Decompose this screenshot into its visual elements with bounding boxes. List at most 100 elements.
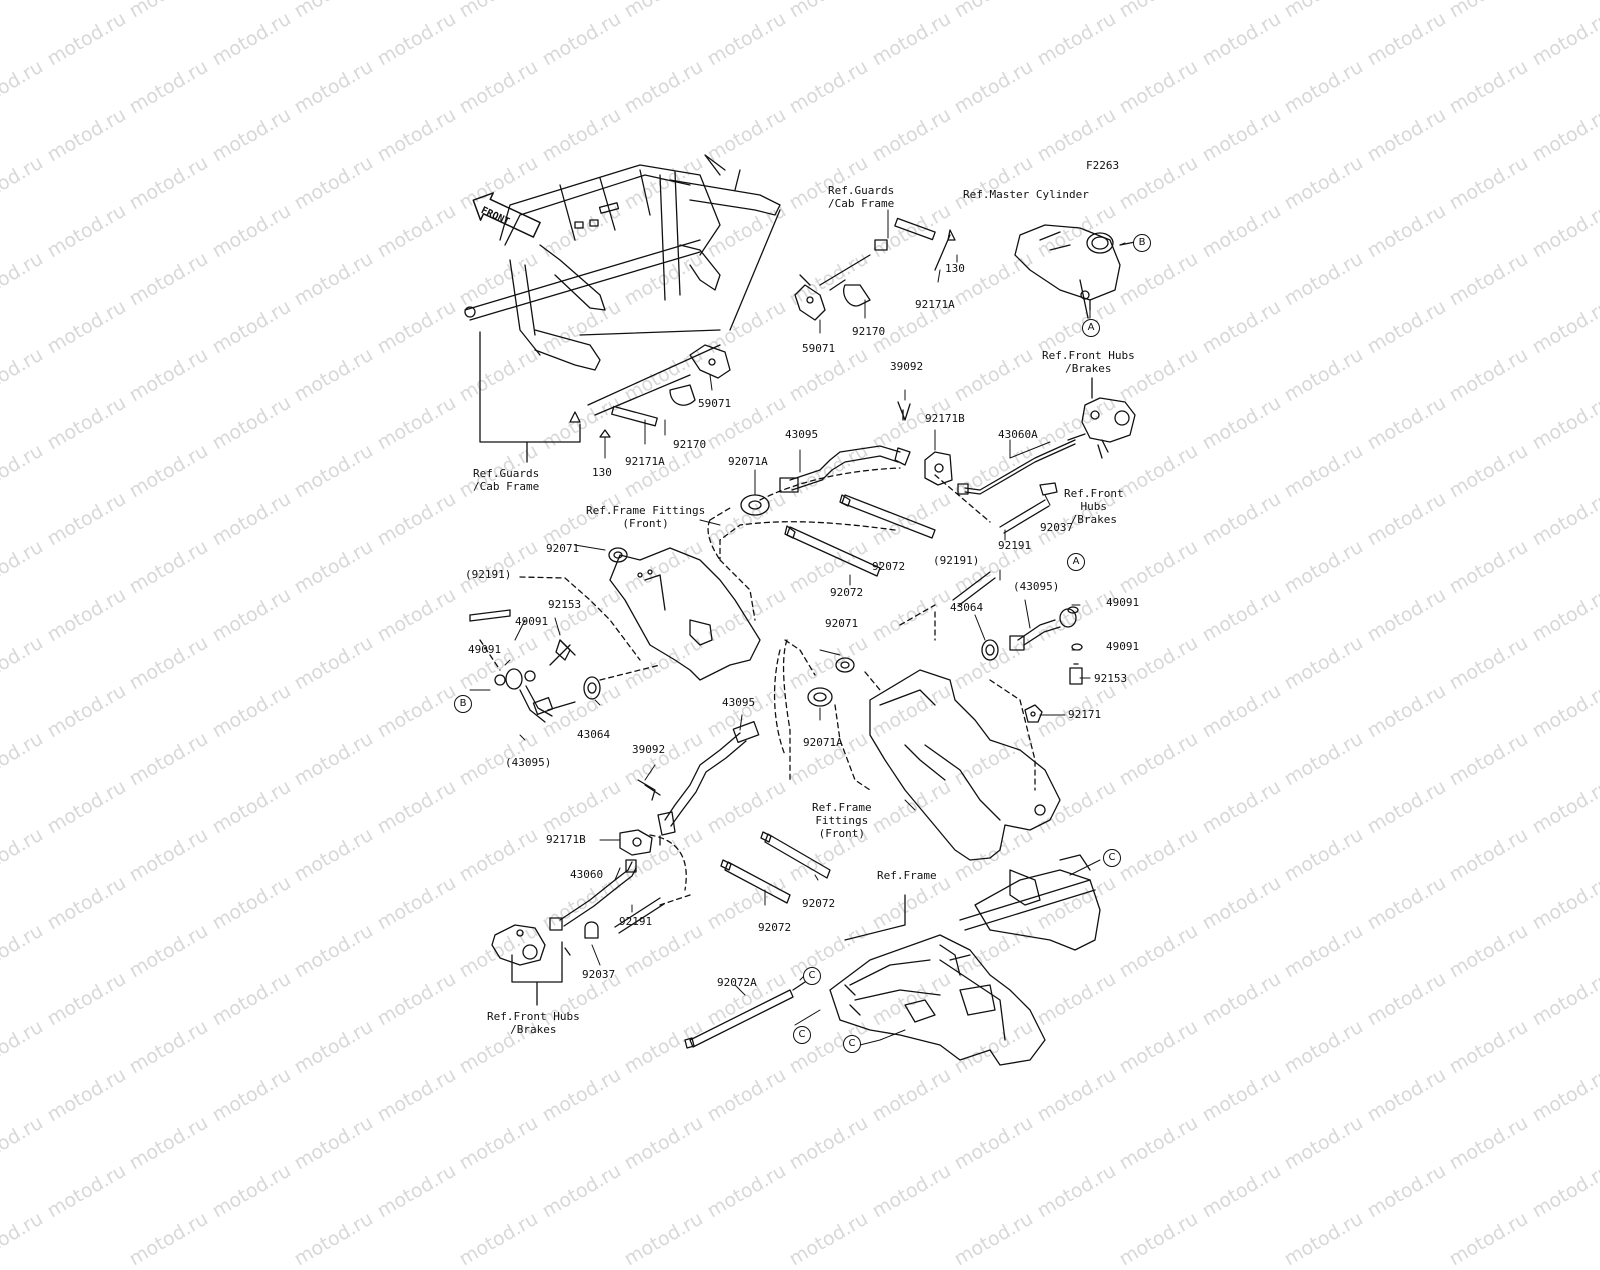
part-label-130-left: 130 <box>592 466 612 479</box>
tube-92191-right <box>952 571 996 607</box>
clamp-92037-lower <box>564 921 599 956</box>
part-label-92153-left: 92153 <box>548 598 582 611</box>
tube-92191-left <box>469 609 511 622</box>
part-label-49091-left-lower: 49091 <box>468 643 502 656</box>
part-label-43064-right: 43064 <box>950 601 984 614</box>
part-label-49091-right-lower: 49091 <box>1106 640 1140 653</box>
brake-line-clamp-upper <box>794 217 956 321</box>
leader-lines <box>469 209 1126 1046</box>
part-label-49091-left-upper: 49091 <box>515 615 549 628</box>
callout-A-top: A <box>1082 319 1100 337</box>
callout-A-right: A <box>1067 553 1085 571</box>
ref-frame: Ref.Frame <box>877 869 937 882</box>
part-label-92191-lower: 92191 <box>619 915 653 928</box>
part-label-92170-top: 92170 <box>852 325 886 338</box>
part-label-92171B-center: 92171B <box>546 833 586 846</box>
grommet-92071A-center <box>807 687 833 707</box>
brake-hose-43095-center <box>657 721 760 846</box>
watermark-text: motod.ru <box>620 1207 707 1270</box>
ref-front-hubs-brakes-right: Ref.Front Hubs /Brakes <box>1064 487 1124 526</box>
brake-hose-43095-upper <box>779 401 911 493</box>
part-label-92171A-top: 92171A <box>915 298 955 311</box>
watermark-text: motod.ru <box>1280 1207 1367 1270</box>
cable-ties-lower <box>684 831 831 1049</box>
part-label-43095-top: 43095 <box>785 428 819 441</box>
ref-bracket-lines <box>479 331 721 463</box>
callout-C-tie: C <box>803 967 821 985</box>
master-cylinder-drawing <box>1014 224 1136 319</box>
bracket-92171B-upper <box>924 451 953 486</box>
ref-front-hubs-brakes-top: Ref.Front Hubs /Brakes <box>1042 349 1135 375</box>
front-caliper-left-drawing <box>491 924 563 976</box>
ref-frame-fittings-front-left: Ref.Frame Fittings (Front) <box>586 504 706 530</box>
part-label-92072A: 92072A <box>717 976 757 989</box>
part-label-92170-left: 92170 <box>673 438 707 451</box>
part-label-92072-top-left: 92072 <box>830 586 864 599</box>
part-label-59071-left: 59071 <box>698 397 732 410</box>
watermark-text: motod.ru <box>785 1207 872 1270</box>
part-label-130-top: 130 <box>945 262 965 275</box>
ref-guards-cab-frame-left: Ref.Guards /Cab Frame <box>473 467 540 493</box>
brake-hose-43060A <box>957 433 1086 495</box>
watermark-text: motod.ru <box>1445 1207 1532 1270</box>
routing-dashed-upper <box>707 467 991 621</box>
cab-frame-drawing <box>464 154 781 371</box>
routing-dashed-left <box>479 576 661 681</box>
routing-dashed-center <box>649 639 871 906</box>
part-label-92072-lower-right: 92072 <box>802 897 836 910</box>
part-label-59071-top: 59071 <box>802 342 836 355</box>
part-label-92071-center: 92071 <box>825 617 859 630</box>
brake-line-clamp-lower <box>569 344 731 438</box>
front-caliper-right-drawing <box>1081 377 1136 459</box>
part-label-92171B-top: 92171B <box>925 412 965 425</box>
part-label-49091-right-upper: 49091 <box>1106 596 1140 609</box>
part-label-39092-center: 39092 <box>632 743 666 756</box>
routing-dashed-right <box>864 604 1036 791</box>
part-label-43095-paren-right: (43095) <box>1013 580 1060 593</box>
part-label-92191-top: 92191 <box>998 539 1032 552</box>
ref-master-cylinder: Ref.Master Cylinder <box>963 188 1089 201</box>
grommet-43064-left <box>583 676 601 700</box>
part-label-92171-right: 92171 <box>1068 708 1102 721</box>
part-label-92071A-top: 92071A <box>728 455 768 468</box>
watermark-text: motod.ru <box>125 1207 212 1270</box>
part-label-92153-right: 92153 <box>1094 672 1128 685</box>
part-label-92037-lower: 92037 <box>582 968 616 981</box>
callout-C-frame-bottom: C <box>843 1035 861 1053</box>
grommet-92071-center <box>835 657 855 673</box>
part-label-43060A: 43060A <box>998 428 1038 441</box>
callout-B-top: B <box>1133 234 1151 252</box>
ref-guards-cab-frame-top: Ref.Guards /Cab Frame <box>828 184 895 210</box>
watermark-text: motod.ru <box>950 1207 1037 1270</box>
ref-bracket-lines-lower <box>511 974 563 1006</box>
part-label-92037-top: 92037 <box>1040 521 1074 534</box>
exploded-parts-diagram <box>464 154 1136 1066</box>
part-label-43095-center: 43095 <box>722 696 756 709</box>
part-label-39092-top: 39092 <box>890 360 924 373</box>
part-label-92191-paren-left: (92191) <box>465 568 512 581</box>
callout-B-left: B <box>454 695 472 713</box>
watermark-text: motod.ru <box>455 1207 542 1270</box>
watermark-text: motod.ru <box>0 1207 47 1270</box>
tube-92191-lower <box>614 897 665 934</box>
brake-hose-43095-left <box>494 639 576 723</box>
brake-hose-43095-right <box>1009 606 1083 685</box>
part-label-43060: 43060 <box>570 868 604 881</box>
part-label-43064-left: 43064 <box>577 728 611 741</box>
bracket-92171B-center <box>619 829 653 856</box>
frame-fitting-left <box>609 547 761 681</box>
callout-C-frame-left: C <box>793 1026 811 1044</box>
grommet-43064-right <box>981 639 999 661</box>
part-label-92072-lower-left: 92072 <box>758 921 792 934</box>
watermark-text: motod.ru <box>1115 1207 1202 1270</box>
callout-C-frame-top: C <box>1103 849 1121 867</box>
front-arrow-icon <box>472 192 541 238</box>
part-label-92071A-center: 92071A <box>803 736 843 749</box>
part-label-92072-top-right: 92072 <box>872 560 906 573</box>
main-frame-drawing <box>829 854 1101 1066</box>
ref-frame-fittings-front-right: Ref.Frame Fittings (Front) <box>812 801 872 840</box>
figure-code: F2263 <box>1086 159 1120 172</box>
watermark-text: motod.ru <box>290 1207 377 1270</box>
part-label-43095-paren-left: (43095) <box>505 756 552 769</box>
cable-ties-upper <box>784 494 936 577</box>
